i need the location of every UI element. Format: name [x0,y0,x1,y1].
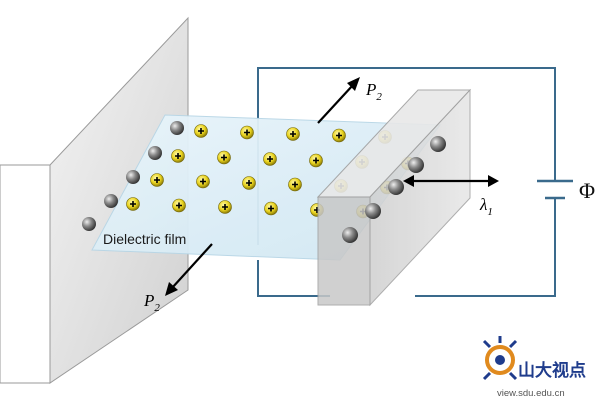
plus-sign-icon [336,132,342,139]
left-electrons [82,121,184,231]
electron-icon [170,121,184,135]
plus-sign-icon [154,177,160,183]
plus-sign-icon [222,204,228,210]
electron-icon [148,146,162,160]
plus-sign-icon [175,153,181,159]
right-electrons [342,136,446,243]
plus-sign-icon [176,202,182,209]
logo-title: 山大视点 [518,360,586,381]
plus-sign-icon [244,129,250,136]
plus-sign-icon [292,181,298,188]
arrows [165,77,499,296]
plus-sign-icon [246,180,252,186]
plus-sign-icon [267,156,273,162]
electron-icon [365,203,381,219]
eye-emblem-icon [482,336,518,381]
electron-icon [126,170,140,184]
plus-sign-icon [200,178,206,185]
plus-sign-icon [268,205,274,212]
electron-icon [408,157,424,173]
electron-icon [104,194,118,208]
battery-icon [537,179,573,200]
logo: 山大视点 view.sdu.edu.cn [482,336,586,399]
electron-icon [430,136,446,152]
p2-top-label: P2 [365,80,382,103]
p2-bottom-label: P2 [143,291,160,314]
plus-sign-icon [130,201,136,207]
electron-icon [342,227,358,243]
film-label: Dielectric film [103,231,186,247]
lambda-label: λ1 [479,195,493,218]
logo-url: view.sdu.edu.cn [497,388,565,399]
plus-sign-icon [198,128,204,134]
electron-icon [388,179,404,195]
phi-label: Φ [579,178,595,203]
plus-sign-icon [221,154,227,161]
plus-sign-icon [313,157,319,164]
electron-icon [82,217,96,231]
plus-sign-icon [290,131,296,137]
